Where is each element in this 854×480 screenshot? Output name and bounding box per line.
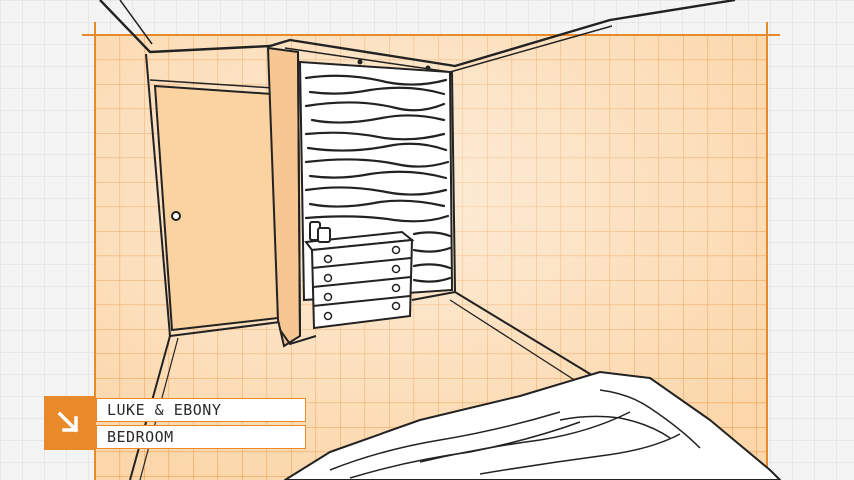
caption-lower-third: LUKE & EBONY BEDROOM xyxy=(44,396,308,450)
caption-room: BEDROOM xyxy=(96,425,306,449)
caption-badge xyxy=(44,396,94,450)
caption-names: LUKE & EBONY xyxy=(96,398,306,422)
bed xyxy=(284,371,781,480)
candle-2 xyxy=(317,227,331,243)
arrow-down-right-icon xyxy=(57,411,79,433)
dresser xyxy=(304,221,415,330)
door-knob xyxy=(171,211,181,221)
pillar xyxy=(266,46,317,348)
door xyxy=(149,79,280,332)
